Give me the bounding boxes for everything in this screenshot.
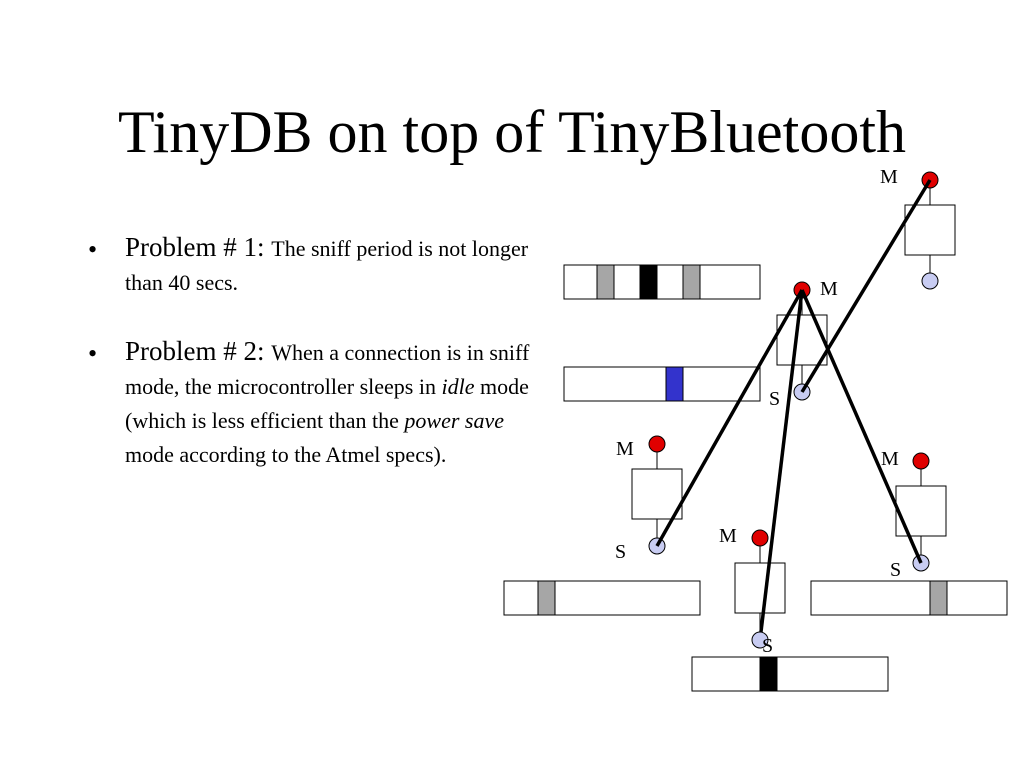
bullet-problem-2: • Problem # 2: When a connection is in s…	[88, 336, 538, 472]
body-text: mode (which is less efficient than the	[125, 374, 529, 433]
timeline-bar-top	[563, 264, 761, 300]
slave-label: S	[615, 541, 626, 563]
slave-label: S	[769, 388, 780, 410]
bullet-body: The sniff period is not longer than 40 s…	[125, 236, 528, 295]
body-text: When a connection is in sniff mode, the …	[125, 340, 530, 399]
slave-label: S	[762, 635, 773, 657]
master-label: M	[616, 438, 634, 460]
device-bottom: M	[719, 525, 786, 640]
blue-slot	[665, 366, 684, 402]
master-label: M	[880, 166, 898, 188]
connection-line	[758, 289, 804, 641]
emphasis-text: idle	[441, 374, 475, 399]
timeline-bar-left	[503, 580, 701, 616]
master-label: M	[820, 278, 838, 300]
bullet-lead: Problem # 1:	[125, 232, 272, 262]
master-node	[751, 529, 769, 547]
timeline-bar-bottom	[691, 656, 889, 692]
device-box	[734, 562, 786, 614]
slide-title: TinyDB on top of TinyBluetooth	[118, 99, 906, 165]
master-node	[912, 452, 930, 470]
device-box	[904, 204, 956, 256]
bullet-lead: Problem # 2:	[125, 336, 272, 366]
timeline-bar-right	[810, 580, 1008, 616]
connection-line	[800, 179, 932, 393]
sniff-slot	[596, 264, 615, 300]
device-center: M S	[769, 278, 838, 410]
master-label: M	[881, 448, 899, 470]
sniff-slot	[682, 264, 701, 300]
bullet-body: When a connection is in sniff mode, the …	[125, 340, 529, 467]
bullet-problem-1: • Problem # 1: The sniff period is not l…	[88, 232, 538, 300]
active-slot	[759, 656, 778, 692]
timeline-bar-middle	[563, 366, 761, 402]
slave-label: S	[890, 559, 901, 581]
active-slot	[639, 264, 658, 300]
bullet-dot-icon: •	[88, 235, 98, 264]
master-node	[648, 435, 666, 453]
emphasis-text: power save	[404, 408, 504, 433]
body-text: The sniff period is not longer than 40 s…	[125, 236, 529, 295]
timeline-frame	[503, 580, 701, 616]
device-box	[895, 485, 947, 537]
connection-line	[655, 289, 804, 547]
device-box	[631, 468, 683, 520]
timeline-frame	[563, 366, 761, 402]
body-text: mode according to the Atmel specs).	[125, 442, 447, 467]
sniff-slot	[929, 580, 948, 616]
timeline-frame	[563, 264, 761, 300]
timeline-frame	[691, 656, 889, 692]
device-right: M S	[881, 448, 947, 581]
timeline-frame	[810, 580, 1008, 616]
connections	[655, 179, 932, 641]
sniff-slot	[537, 580, 556, 616]
bullet-dot-icon: •	[88, 339, 98, 368]
connection-line	[800, 289, 923, 564]
slave-node	[921, 272, 939, 290]
bullet-list: • Problem # 1: The sniff period is not l…	[88, 232, 538, 508]
device-top-right: M	[880, 166, 956, 290]
master-label: M	[719, 525, 737, 547]
slave-node	[751, 631, 769, 649]
device-left: M S	[615, 435, 683, 563]
